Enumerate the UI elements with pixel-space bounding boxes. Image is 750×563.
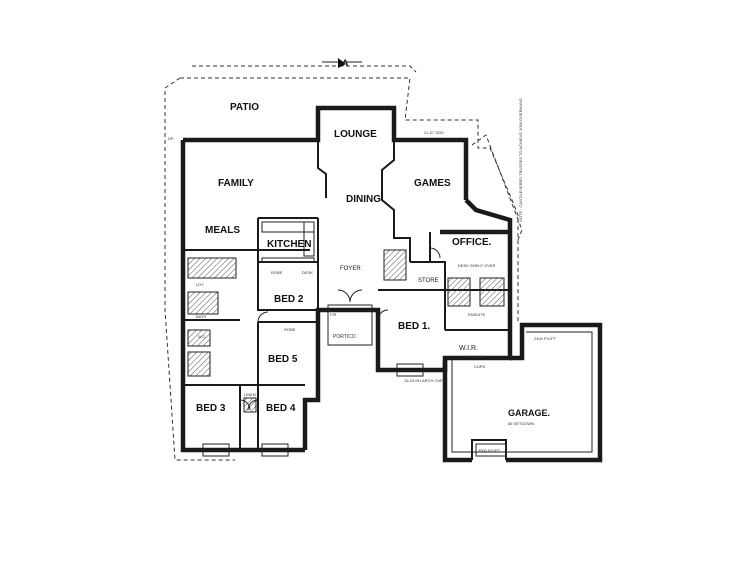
interior-walls [183, 140, 510, 450]
room-label-bed4: BED 4 [266, 403, 296, 414]
door-swings [239, 247, 441, 411]
window-note: 15-15 DH ARCH OVER [404, 378, 446, 383]
room-label-foyer: FOYER [340, 266, 361, 272]
eave-outline [164, 65, 523, 461]
room-label-patio: PATIO [230, 102, 259, 113]
room-label-office: OFFICE. [452, 237, 492, 248]
room-label-garage: GARAGE. [508, 408, 550, 418]
room-label-portico: PORTICO [333, 334, 356, 340]
kitchen-bench [261, 221, 315, 263]
robe-label: ROBE [271, 270, 283, 275]
dp-label: DP [168, 136, 174, 141]
wet-areas [187, 249, 505, 413]
room-label-dining: DINING [346, 194, 381, 205]
room-label-ldy: LDY [196, 282, 204, 287]
windows [202, 363, 507, 457]
garage-walls [442, 322, 603, 463]
room-label-wc: W.C. [198, 334, 207, 339]
room-label-family: FAMILY [218, 178, 254, 189]
section-marker: A [322, 58, 362, 68]
room-label-games: GAMES [414, 178, 451, 189]
pl-lift-label-2: 3500 P/LIFT [478, 448, 501, 453]
sgd-label: 21-27 SGD [424, 130, 444, 135]
desk-shelf-label: DESK SHELF OVER [458, 263, 495, 268]
room-label-lounge: LOUNGE [334, 129, 377, 140]
section-marker-label: A [342, 58, 349, 68]
annotations: 85 SETDOWN ROBE ROBE DESK 21-27 SGD 2400… [168, 98, 557, 453]
overhang-note: NOTE : CANTILEVERED TRUSSES TO ACHIEVE 1… [518, 98, 523, 222]
portico-structure [327, 304, 373, 346]
room-label-bed2: BED 2 [274, 294, 304, 305]
room-labels: PATIO LOUNGE FAMILY DINING GAMES MEALS K… [196, 102, 550, 418]
room-label-linen: LINEN [244, 392, 256, 397]
desk-label: DESK [302, 270, 313, 275]
room-label-bed3: BED 3 [196, 403, 226, 414]
room-label-bed1: BED 1. [398, 321, 430, 332]
cupd-label: CUPD [474, 364, 485, 369]
room-label-meals: MEALS [205, 225, 240, 236]
room-label-kitchen: KITCHEN [267, 239, 311, 250]
room-label-store: STORE [418, 278, 439, 284]
robe-label-bed5: ROBE [284, 327, 296, 332]
room-label-bed5: BED 5 [268, 354, 298, 365]
room-label-bath: BATH [196, 314, 206, 319]
lb-wall-label: L.B. WALL [467, 354, 487, 359]
room-label-ensuite: ENSUITE [468, 312, 486, 317]
fr-label: F/R [330, 312, 337, 317]
garage-setdown-note: 85 SETDOWN [508, 421, 534, 426]
room-label-wir: W.I.R. [459, 345, 478, 352]
pl-lift-label: 2400 P/LIFT [534, 336, 557, 341]
